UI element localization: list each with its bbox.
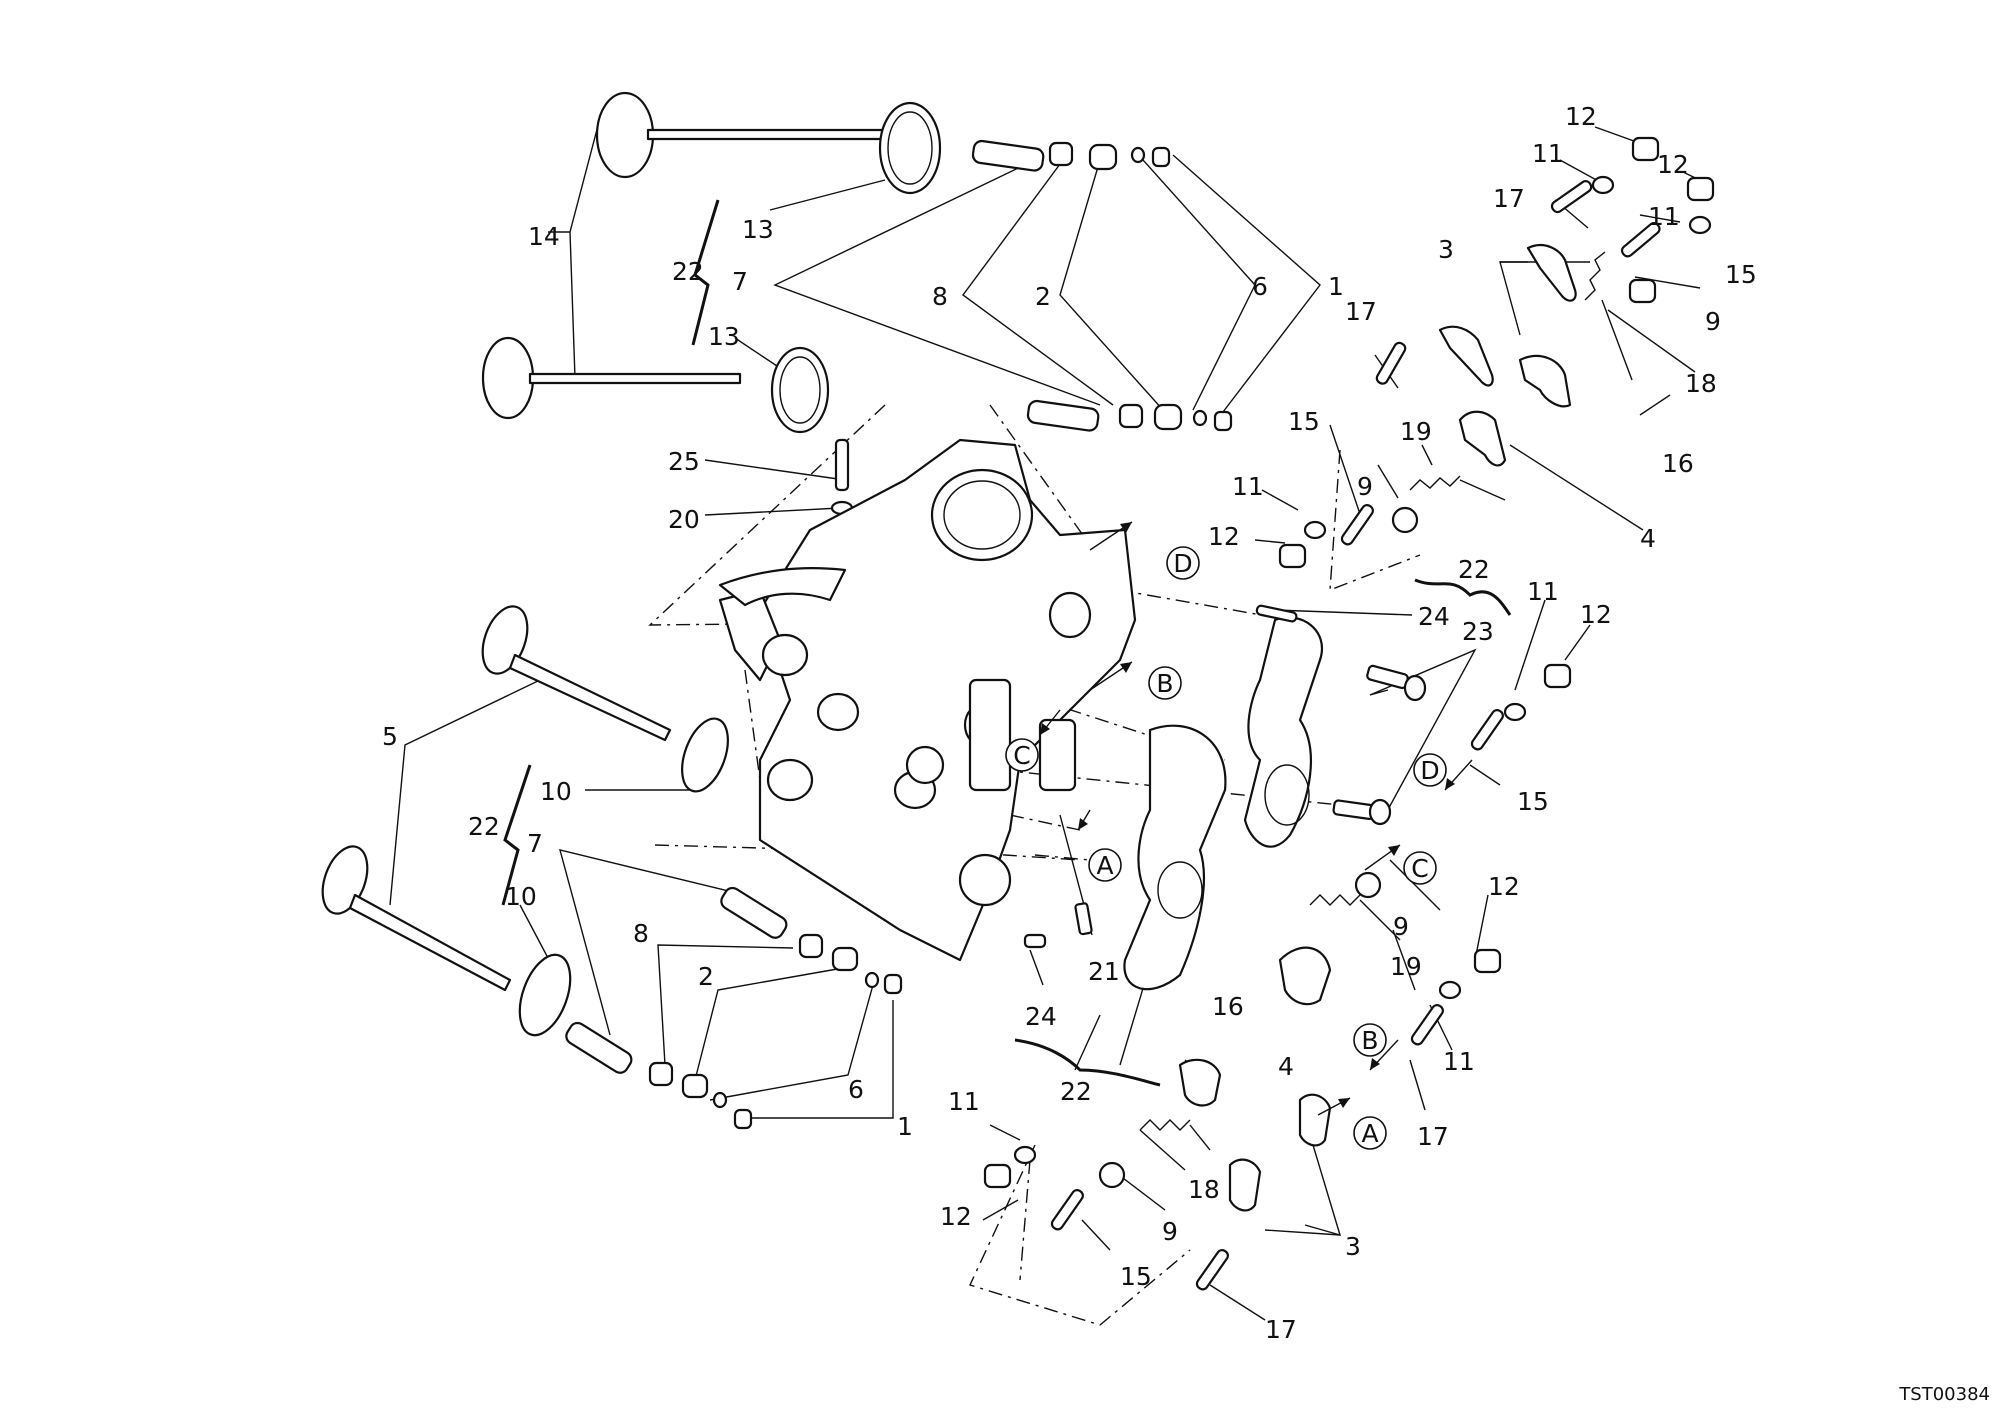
intake-valve-lower [321, 845, 512, 992]
callout-11: 11 [1532, 139, 1564, 168]
callout-13: 13 [708, 322, 740, 351]
callout-18: 18 [1188, 1175, 1220, 1204]
callout-14: 14 [528, 222, 560, 251]
svg-text:B: B [1156, 669, 1173, 698]
marker-b-upper: B [1148, 666, 1182, 700]
callout-23: 23 [1462, 617, 1494, 646]
callout-12: 12 [1488, 872, 1520, 901]
marker-d-upper: D [1166, 546, 1200, 580]
callout-22: 22 [672, 257, 704, 286]
callout-8: 8 [932, 282, 948, 311]
marker-c-right: C [1403, 851, 1437, 885]
svg-text:B: B [1361, 1026, 1378, 1055]
callout-17: 17 [1417, 1122, 1449, 1151]
callout-9: 9 [1393, 912, 1409, 941]
svg-text:A: A [1096, 851, 1113, 880]
callout-12: 12 [940, 1202, 972, 1231]
callout-6: 6 [1252, 272, 1268, 301]
exhaust-valve-upper [595, 91, 893, 179]
camshaft-holders [1123, 616, 1323, 991]
marker-d-right: D [1413, 753, 1447, 787]
screws [1023, 604, 1427, 949]
rocker-arm-assemblies [983, 136, 1715, 1291]
callout-15: 15 [1517, 787, 1549, 816]
callout-19: 19 [1400, 417, 1432, 446]
callout-19: 19 [1390, 952, 1422, 981]
callout-4: 4 [1640, 524, 1656, 553]
callout-3: 3 [1345, 1232, 1361, 1261]
callout-13: 13 [742, 215, 774, 244]
callout-12: 12 [1565, 102, 1597, 131]
marker-c-upper: C [1005, 738, 1039, 772]
braces [501, 199, 1512, 1087]
callout-16: 16 [1212, 992, 1244, 1021]
callout-11: 11 [948, 1087, 980, 1116]
exhaust-valve-lower [481, 336, 742, 420]
callout-9: 9 [1162, 1217, 1178, 1246]
callout-11: 11 [1232, 472, 1264, 501]
callout-7: 7 [732, 267, 748, 296]
callout-8: 8 [633, 919, 649, 948]
callout-11: 11 [1443, 1047, 1475, 1076]
callout-12: 12 [1580, 600, 1612, 629]
stud-and-washer [830, 438, 854, 516]
callout-15: 15 [1725, 260, 1757, 289]
svg-text:C: C [1013, 741, 1030, 770]
callout-7: 7 [527, 829, 543, 858]
callout-15: 15 [1120, 1262, 1152, 1291]
callout-16: 16 [1662, 449, 1694, 478]
callout-18: 18 [1685, 369, 1717, 398]
cylinder-head [718, 438, 1137, 962]
callout-9: 9 [1357, 472, 1373, 501]
callout-1: 1 [897, 1112, 913, 1141]
callout-17: 17 [1493, 184, 1525, 213]
callout-15: 15 [1288, 407, 1320, 436]
callout-2: 2 [1035, 282, 1051, 311]
svg-text:D: D [1173, 549, 1192, 578]
callout-24: 24 [1418, 602, 1450, 631]
callout-11: 11 [1648, 202, 1680, 231]
svg-text:D: D [1420, 756, 1439, 785]
svg-text:A: A [1361, 1119, 1378, 1148]
callout-22: 22 [1060, 1077, 1092, 1106]
callout-12: 12 [1657, 150, 1689, 179]
callout-12: 12 [1208, 522, 1240, 551]
callout-4: 4 [1278, 1052, 1294, 1081]
callout-9: 9 [1705, 307, 1721, 336]
intake-valve-upper [481, 605, 672, 742]
callout-22: 22 [1458, 555, 1490, 584]
marker-b-right: B [1353, 1023, 1387, 1057]
callout-17: 17 [1265, 1315, 1297, 1344]
callout-5: 5 [382, 722, 398, 751]
svg-text:C: C [1411, 854, 1428, 883]
reference-arrows [1039, 521, 1473, 1116]
callout-20: 20 [668, 505, 700, 534]
callout-2: 2 [698, 962, 714, 991]
callout-10: 10 [540, 777, 572, 806]
valve-guide-parts [565, 139, 1233, 1130]
reference-markers: D B C A D C B A [1005, 546, 1447, 1150]
callout-24: 24 [1025, 1002, 1057, 1031]
callout-labels: 12 11 12 17 11 15 3 9 18 16 4 17 15 19 1… [382, 102, 1757, 1344]
marker-a-upper: A [1088, 848, 1122, 882]
callout-21: 21 [1088, 957, 1120, 986]
figure-code: TST00384 [1898, 1384, 1990, 1405]
valve-seat-rings [518, 101, 942, 1037]
callout-1: 1 [1328, 272, 1344, 301]
callout-11: 11 [1527, 577, 1559, 606]
callout-17: 17 [1345, 297, 1377, 326]
callout-10: 10 [505, 882, 537, 911]
callout-22: 22 [468, 812, 500, 841]
callout-25: 25 [668, 447, 700, 476]
callout-6: 6 [848, 1075, 864, 1104]
callout-3: 3 [1438, 235, 1454, 264]
marker-a-right: A [1353, 1116, 1387, 1150]
